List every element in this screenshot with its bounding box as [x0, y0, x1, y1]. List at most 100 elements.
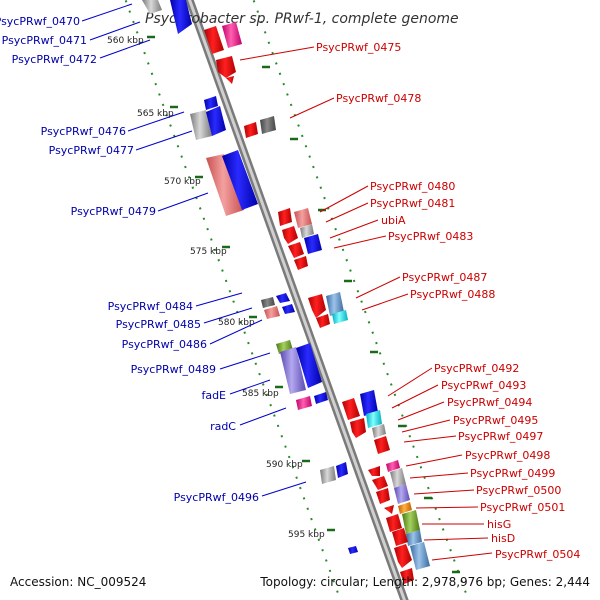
label-0476[interactable]: PsycPRwf_0476: [41, 125, 126, 138]
gene-ubiA[interactable]: [282, 226, 298, 244]
gene-0501-arrow[interactable]: [384, 505, 394, 514]
tick-label-580: 580 kbp: [218, 318, 255, 328]
label-fadE[interactable]: fadE: [201, 389, 226, 402]
gene-0499[interactable]: [390, 468, 406, 488]
label-0477[interactable]: PsycPRwf_0477: [49, 144, 134, 157]
gene-0479-pink[interactable]: [206, 154, 244, 216]
label-0484[interactable]: PsycPRwf_0484: [108, 300, 193, 313]
label-0504[interactable]: PsycPRwf_0504: [495, 548, 580, 561]
gene-0475-b[interactable]: [222, 22, 242, 48]
gene-hisG-b[interactable]: [386, 514, 402, 532]
gene-0475-a[interactable]: [204, 26, 224, 54]
gene-hisD-b[interactable]: [392, 528, 408, 546]
label-0495[interactable]: PsycPRwf_0495: [453, 414, 538, 427]
label-0486[interactable]: PsycPRwf_0486: [122, 338, 207, 351]
gene-0485-arrow[interactable]: [276, 293, 290, 303]
gene-radC[interactable]: [296, 396, 312, 410]
gene-0496-arrow[interactable]: [336, 462, 348, 478]
label-0479[interactable]: PsycPRwf_0479: [71, 205, 156, 218]
label-hisG[interactable]: hisG: [487, 518, 511, 531]
label-0488[interactable]: PsycPRwf_0488: [410, 288, 495, 301]
gene-0504[interactable]: [394, 544, 412, 568]
gene-0489[interactable]: [280, 347, 306, 394]
label-0478[interactable]: PsycPRwf_0478: [336, 92, 421, 105]
gene-0480[interactable]: [294, 208, 312, 228]
label-0498[interactable]: PsycPRwf_0498: [465, 449, 550, 462]
label-ubiA[interactable]: ubiA: [381, 214, 406, 227]
gene-0492[interactable]: [342, 398, 360, 420]
genome-backbone-highlight: [187, 0, 407, 600]
gene-hisG[interactable]: [402, 510, 420, 534]
label-0499[interactable]: PsycPRwf_0499: [470, 467, 555, 480]
gene-0493[interactable]: [360, 390, 378, 416]
gene-0504-b[interactable]: [410, 542, 430, 570]
right-labels: PsycPRwf_0475 PsycPRwf_0478 PsycPRwf_048…: [316, 41, 580, 561]
gene-0488[interactable]: [326, 292, 344, 316]
gene-0497[interactable]: [374, 436, 390, 454]
gene-0477[interactable]: [206, 106, 226, 136]
label-0470[interactable]: PsycPRwf_0470: [0, 15, 80, 28]
gene-0478[interactable]: [260, 116, 276, 134]
left-strand-genes: [142, 0, 358, 554]
gene-0488-b[interactable]: [332, 310, 348, 324]
label-0493[interactable]: PsycPRwf_0493: [441, 379, 526, 392]
left-labels: PsycPRwf_0470 PsycPRwf_0471 PsycPRwf_047…: [0, 15, 259, 504]
gene-0498-arrow[interactable]: [368, 466, 380, 476]
label-0487[interactable]: PsycPRwf_0487: [402, 271, 487, 284]
right-leader-lines: [239, 46, 493, 561]
label-0494[interactable]: PsycPRwf_0494: [447, 396, 532, 409]
gene-0475-tip[interactable]: [226, 76, 234, 84]
gene-0498[interactable]: [386, 460, 400, 472]
gene-0475[interactable]: [216, 56, 236, 78]
topology-text: Topology: circular; Length: 2,978,976 bp…: [259, 575, 590, 589]
label-radC[interactable]: radC: [210, 420, 236, 433]
gene-0500[interactable]: [394, 484, 410, 504]
gene-0501[interactable]: [398, 502, 412, 514]
label-0480[interactable]: PsycPRwf_0480: [370, 180, 455, 193]
label-0475[interactable]: PsycPRwf_0475: [316, 41, 401, 54]
gene-0483[interactable]: [288, 242, 304, 258]
gene-0496[interactable]: [320, 466, 336, 484]
gene-0471[interactable]: [170, 0, 192, 34]
gene-0470[interactable]: [142, 0, 162, 14]
gene-0485[interactable]: [264, 306, 280, 319]
gene-0484[interactable]: [261, 297, 275, 308]
label-0483[interactable]: PsycPRwf_0483: [388, 230, 473, 243]
label-0481[interactable]: PsycPRwf_0481: [370, 197, 455, 210]
label-0497[interactable]: PsycPRwf_0497: [458, 430, 543, 443]
gene-0488-c[interactable]: [316, 314, 330, 328]
gene-bottom-left[interactable]: [348, 546, 358, 554]
gene-0495[interactable]: [350, 418, 366, 438]
gene-0483-b[interactable]: [294, 256, 308, 270]
tick-label-570: 570 kbp: [164, 177, 201, 187]
gene-0486[interactable]: [282, 304, 295, 314]
gene-0481[interactable]: [300, 224, 314, 238]
gene-0494[interactable]: [366, 410, 382, 428]
label-0472[interactable]: PsycPRwf_0472: [12, 53, 97, 66]
label-0501[interactable]: PsycPRwf_0501: [480, 501, 565, 514]
gene-0480-a[interactable]: [278, 208, 292, 226]
gene-0479[interactable]: [222, 150, 258, 210]
gene-0504-c[interactable]: [400, 568, 414, 584]
label-0500[interactable]: PsycPRwf_0500: [476, 484, 561, 497]
label-0492[interactable]: PsycPRwf_0492: [434, 362, 519, 375]
gene-0500-b[interactable]: [376, 488, 390, 504]
left-leader-lines: [81, 3, 307, 497]
gene-0483-blue[interactable]: [304, 234, 322, 254]
gene-0495-b[interactable]: [372, 424, 386, 438]
gene-0476[interactable]: [190, 110, 212, 140]
gene-radC-arrow[interactable]: [314, 392, 328, 404]
gene-0478-a[interactable]: [244, 122, 258, 138]
gene-0487[interactable]: [308, 294, 326, 318]
label-hisD[interactable]: hisD: [491, 532, 515, 545]
gene-0499-b[interactable]: [372, 476, 388, 490]
gene-0476b[interactable]: [204, 96, 218, 110]
label-0496[interactable]: PsycPRwf_0496: [174, 491, 259, 504]
label-0489[interactable]: PsycPRwf_0489: [131, 363, 216, 376]
label-0471[interactable]: PsycPRwf_0471: [2, 34, 87, 47]
gene-hisD[interactable]: [406, 530, 422, 546]
label-0485[interactable]: PsycPRwf_0485: [116, 318, 201, 331]
tick-label-595: 595 kbp: [288, 530, 325, 540]
gene-fadE[interactable]: [296, 343, 322, 388]
